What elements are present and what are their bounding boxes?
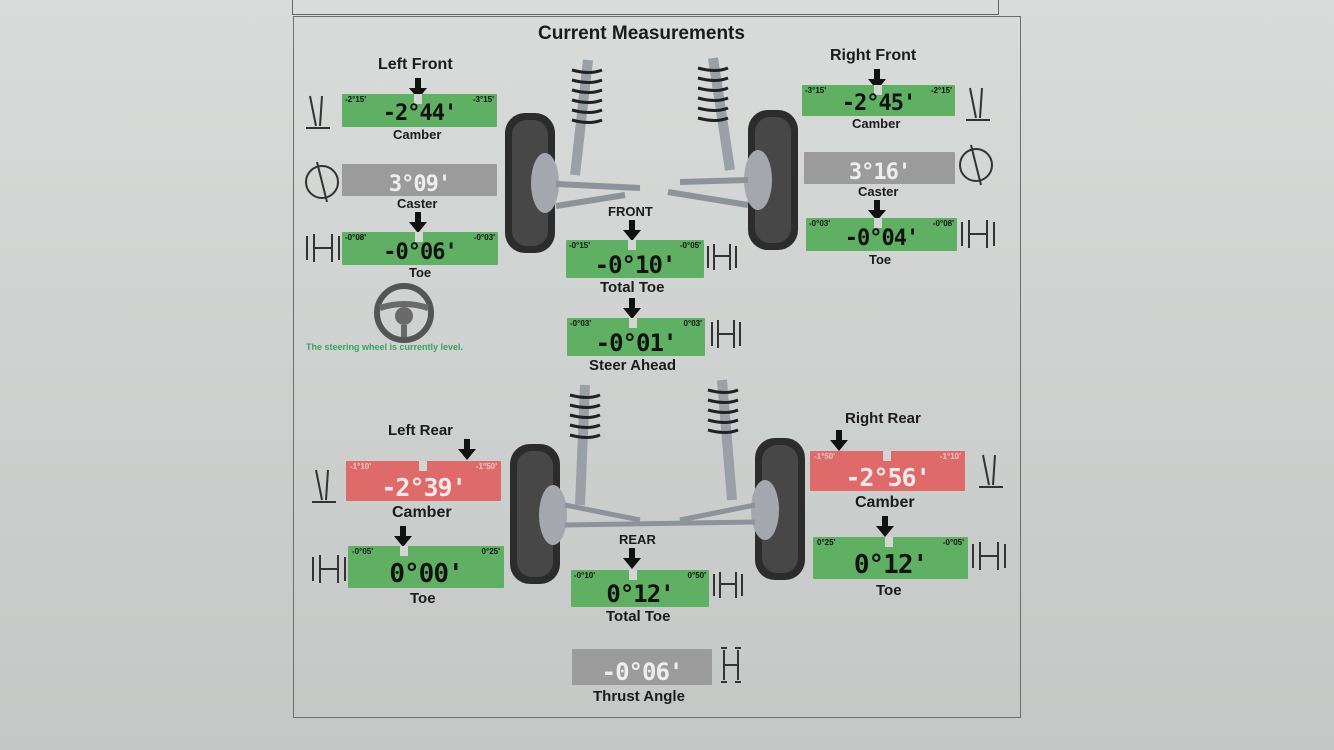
steering-wheel-icon	[374, 283, 434, 343]
right-rear-camber-min: -1°50'	[814, 452, 836, 461]
front-total-toe-label: Total Toe	[600, 279, 665, 296]
front-heading: FRONT	[608, 204, 653, 219]
toe-icon	[306, 220, 1006, 598]
right-rear-toe-label: Toe	[876, 582, 902, 599]
right-front-toe-value: -0°04'	[844, 226, 919, 251]
front-total-toe-value: -0°10'	[594, 251, 677, 279]
left-front-toe-min: -0°08'	[345, 233, 367, 242]
left-rear-toe-gauge: -0°05' 0°25' 0°00'	[348, 546, 504, 589]
right-front-caster-label: Caster	[858, 184, 899, 199]
rear-total-toe-value: 0°12'	[606, 580, 674, 608]
left-front-heading: Left Front	[378, 56, 453, 73]
right-front-camber-min: -3°15'	[805, 86, 827, 95]
left-front-toe-value: -0°06'	[383, 240, 457, 265]
left-front-caster-value: 3°09'	[388, 172, 451, 197]
steer-ahead-max: 0°03'	[683, 319, 702, 328]
measurements-frame	[293, 16, 1021, 718]
thrust-angle-gauge: -0°06'	[572, 649, 712, 686]
right-front-toe-min: -0°03'	[809, 219, 831, 228]
right-front-toe-gauge: -0°03' -0°08' -0°04'	[806, 218, 957, 251]
front-left-strut	[555, 59, 641, 209]
left-front-toe-label: Toe	[409, 265, 432, 280]
rear-total-toe-label: Total Toe	[606, 608, 671, 625]
previous-section-box	[292, 0, 999, 15]
right-rear-camber-label: Camber	[855, 494, 915, 511]
steer-ahead-label: Steer Ahead	[589, 357, 676, 374]
right-rear-heading: Right Rear	[845, 410, 921, 427]
caster-icon	[305, 144, 993, 203]
right-rear-toe-min: 0°25'	[817, 538, 836, 547]
right-front-caster-value: 3°16'	[848, 160, 911, 185]
right-rear-camber-gauge: -1°50' -1°10' -2°56'	[810, 451, 965, 492]
left-front-caster-label: Caster	[397, 196, 438, 211]
steer-ahead-min: -0°03'	[570, 319, 592, 328]
left-rear-toe-max: 0°25'	[481, 547, 500, 556]
left-rear-camber-label: Camber	[392, 504, 452, 521]
right-rear-toe-max: -0°05'	[942, 538, 964, 547]
right-front-camber-max: -2°15'	[930, 86, 952, 95]
front-right-wheel	[744, 110, 798, 250]
right-front-heading: Right Front	[830, 47, 917, 64]
front-left-wheel	[505, 113, 559, 253]
left-rear-toe-min: -0°05'	[352, 547, 374, 556]
thrust-angle-value: -0°06'	[601, 658, 684, 686]
rear-struts	[564, 379, 756, 528]
rear-total-toe-min: -0°10'	[574, 571, 596, 580]
left-rear-toe-value: 0°00'	[389, 559, 463, 589]
front-total-toe-max: -0°05'	[679, 241, 701, 250]
rear-right-wheel	[751, 438, 805, 580]
front-total-toe-gauge: -0°15' -0°05' -0°10'	[566, 240, 704, 279]
rear-heading: REAR	[619, 532, 656, 547]
right-rear-toe-value: 0°12'	[853, 550, 928, 580]
left-front-toe-gauge: -0°08' -0°03' -0°06'	[342, 232, 498, 265]
left-rear-camber-max: -1°50'	[475, 462, 497, 471]
camber-icon	[306, 87, 1003, 503]
steer-ahead-value: -0°01'	[595, 329, 678, 357]
right-rear-camber-value: -2°56'	[845, 463, 930, 492]
left-front-caster-gauge: 3°09'	[342, 164, 497, 197]
right-rear-camber-max: -1°10'	[939, 452, 961, 461]
left-rear-camber-min: -1°10'	[350, 462, 372, 471]
front-right-strut	[667, 57, 749, 208]
right-front-camber-value: -2°45'	[841, 91, 916, 116]
steer-ahead-gauge: -0°03' 0°03' -0°01'	[567, 318, 705, 357]
left-rear-camber-value: -2°39'	[381, 473, 466, 502]
right-front-camber-gauge: -3°15' -2°15' -2°45'	[802, 85, 955, 116]
left-front-camber-min: -2°15'	[345, 95, 367, 104]
left-front-camber-label: Camber	[393, 127, 442, 142]
right-front-camber-label: Camber	[852, 116, 901, 131]
left-rear-heading: Left Rear	[388, 422, 454, 439]
left-front-toe-max: -0°03'	[473, 233, 495, 242]
left-front-camber-value: -2°44'	[382, 101, 457, 126]
right-rear-toe-gauge: 0°25' -0°05' 0°12'	[813, 537, 968, 580]
left-rear-camber-gauge: -1°10' -1°50' -2°39'	[346, 461, 501, 502]
front-total-toe-min: -0°15'	[569, 241, 591, 250]
right-front-caster-gauge: 3°16'	[804, 152, 955, 185]
left-front-camber-gauge: -2°15' -3°15' -2°44'	[342, 94, 497, 127]
right-front-toe-max: -0°08'	[932, 219, 954, 228]
thrust-icon	[721, 647, 741, 683]
rear-total-toe-gauge: -0°10' 0°50' 0°12'	[571, 570, 709, 608]
thrust-angle-label: Thrust Angle	[593, 688, 685, 705]
left-front-camber-max: -3°15'	[472, 95, 494, 104]
right-front-toe-label: Toe	[869, 252, 892, 267]
rear-left-wheel	[510, 444, 567, 584]
steering-level-note: The steering wheel is currently level.	[306, 342, 464, 352]
rear-total-toe-max: 0°50'	[687, 571, 706, 580]
left-rear-toe-label: Toe	[410, 590, 436, 607]
